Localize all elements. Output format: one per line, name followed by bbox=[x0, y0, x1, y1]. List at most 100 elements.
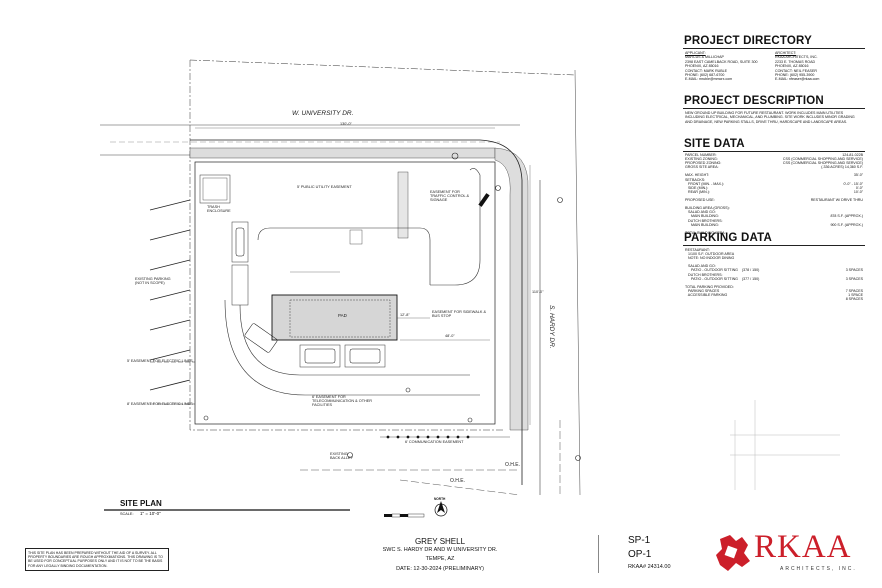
data-row: PARKING SPACES 7 SPACES bbox=[685, 289, 863, 293]
electric-easement-2-label: 8' EASEMENT FOR ELECTRIC LINES bbox=[127, 402, 193, 406]
data-value: 900 S.F. (APPROX.) bbox=[830, 222, 863, 227]
ohe-label-1: O.H.E. bbox=[450, 478, 466, 484]
data-key: TOTAL PARKING PROVIDED: bbox=[685, 284, 734, 289]
street-hardy-label: S. HARDY DR. bbox=[548, 305, 555, 349]
data-key: MAIN BUILDING: bbox=[685, 222, 719, 227]
data-value: 10'-0" bbox=[853, 189, 863, 194]
sheet-number-op: OP-1 bbox=[628, 549, 652, 560]
pad-label: PAD bbox=[338, 313, 347, 318]
data-key: SIDE (MIN.): bbox=[685, 185, 709, 190]
north-label: NORTH bbox=[434, 497, 446, 501]
sheet-number-sp: SP-1 bbox=[628, 535, 651, 546]
scale-value: 1" = 10'-0" bbox=[140, 511, 161, 516]
parking-data-heading: PARKING DATA bbox=[684, 232, 773, 244]
data-row: PARCEL NUMBER: 124-81-022B bbox=[685, 153, 863, 157]
data-row: ACCESSIBLE PARKING 1 SPACE bbox=[685, 293, 863, 297]
data-key: 1/100 S.F. OUTDOOR AREA bbox=[685, 252, 735, 257]
data-key: REAR (MIN.): bbox=[685, 189, 710, 194]
data-key: SALAD AND GO: bbox=[685, 264, 716, 269]
dim-pad-label: 12'-8" bbox=[400, 313, 410, 317]
project-name: GREY SHELL bbox=[414, 537, 466, 546]
ohe-label-2: O.H.E. bbox=[505, 462, 521, 468]
applicant-block: APPLICANT: MARCUS & MILLICHAP 2398 EAST … bbox=[685, 51, 758, 82]
data-value: 3 SPACES bbox=[845, 276, 863, 281]
data-key: PATIO - OUTDOOR SITTING (377 / 150) bbox=[685, 276, 760, 281]
data-key: GROSS SITE AREA: bbox=[685, 165, 719, 170]
trash-enclosure-label: TRASH ENCLOSURE bbox=[207, 205, 231, 213]
data-key: SETBACKS: bbox=[685, 177, 706, 182]
public-utility-easement-label: 5' PUBLIC UTILITY EASEMENT bbox=[297, 185, 352, 189]
data-row: SETBACKS: bbox=[685, 178, 863, 182]
data-value: 7 SPACES bbox=[845, 288, 863, 293]
data-row: SIDE (MIN.): 0'-0" bbox=[685, 186, 863, 190]
data-row: PATIO - OUTDOOR SITTING (377 / 150) 3 SPA… bbox=[685, 277, 863, 281]
data-key: PROPOSED ZONING: bbox=[685, 161, 722, 166]
data-key: NOTE: NO INDOOR DINING bbox=[685, 256, 735, 261]
data-key: FRONT (MIN. - MAX.): bbox=[685, 181, 725, 186]
data-row: FRONT (MIN. - MAX.): 0'-0" - 15'-0" bbox=[685, 182, 863, 186]
site-plan-title: SITE PLAN bbox=[120, 499, 162, 508]
data-row: PATIO - OUTDOOR SITTING (378 / 150) 3 SPA… bbox=[685, 268, 863, 272]
data-value: 8 SPACES bbox=[845, 297, 863, 302]
data-row: SALAD AND GO: bbox=[685, 210, 863, 214]
back-alley-label: EXISTING BACK ALLEY bbox=[330, 452, 354, 460]
scale-label: SCALE: bbox=[120, 512, 134, 516]
electric-easement-1-label: 5' EASEMENT FOR ELECTRIC LINES bbox=[127, 359, 193, 363]
street-university-label: W. UNIVERSITY DR. bbox=[292, 110, 354, 117]
job-number: RKAA# 24314.00 bbox=[628, 564, 671, 570]
data-row: DUTCH BROTHERS: bbox=[685, 219, 863, 223]
data-value: 1 SPACE bbox=[848, 293, 863, 298]
data-key: MAIN BUILDING: bbox=[685, 214, 719, 219]
seal-stamp bbox=[598, 535, 613, 573]
data-value: 0'-0" - 15'-0" bbox=[843, 181, 863, 186]
data-key: EXISTING ZONING: bbox=[685, 157, 718, 162]
project-address: SWC S. HARDY DR AND W UNIVERSITY DR. bbox=[382, 547, 498, 553]
data-key: ACCESSIBLE PARKING bbox=[685, 293, 728, 298]
data-value: 124-81-022B bbox=[842, 153, 863, 157]
data-key: DUTCH BROTHERS: bbox=[685, 272, 723, 277]
data-row: TOTAL PARKING PROVIDED: bbox=[685, 285, 863, 289]
data-row: GROSS SITE AREA:(.336 ACRES) 14,360 S.F. bbox=[685, 165, 863, 169]
data-value: CSS (COMMERCIAL SHOPPING AND SERVICE) bbox=[782, 157, 863, 162]
project-directory-heading: PROJECT DIRECTORY bbox=[684, 35, 813, 47]
dim-top-label: 130'-0" bbox=[340, 122, 352, 126]
data-row: TOTAL BUILDING AREA: bbox=[685, 231, 863, 235]
data-row: RESTAURANT: bbox=[685, 248, 863, 252]
data-row: NOTE: NO INDOOR DINING bbox=[685, 256, 863, 260]
data-value: 3 SPACES bbox=[845, 268, 863, 273]
rkaa-logo-text: RKAA bbox=[754, 529, 852, 565]
data-value: CSS (COMMERCIAL SHOPPING AND SERVICE) bbox=[782, 161, 863, 166]
data-row: SALAD AND GO: bbox=[685, 264, 863, 268]
project-date: DATE: 12-30-2024 (PRELIMINARY) bbox=[396, 566, 484, 572]
data-row: BUILDING AREA (GROSS): bbox=[685, 206, 863, 210]
project-description-heading: PROJECT DESCRIPTION bbox=[684, 95, 824, 107]
data-row: DUTCH BROTHERS: bbox=[685, 273, 863, 277]
data-value: RESTAURANT W/ DRIVE THRU bbox=[810, 198, 863, 203]
project-description-text: NEW GROUND UP BUILDING FOR FUTURE RESTAU… bbox=[685, 111, 855, 124]
data-key: PARCEL NUMBER: bbox=[685, 153, 717, 157]
data-row: EXISTING ZONING: CSS (COMMERCIAL SHOPPING… bbox=[685, 157, 863, 161]
sidewalk-easement-label: EASEMENT FOR SIDEWALK & BUS STOP bbox=[432, 310, 487, 318]
data-key: TOTAL BUILDING AREA: bbox=[685, 230, 726, 235]
architect-block: ARCHITECT: RKAA ARCHITECTS, INC. 2233 E.… bbox=[775, 51, 820, 82]
data-row: 8 SPACES bbox=[685, 297, 863, 301]
data-row: MAX. HEIGHT:35'-0" bbox=[685, 173, 863, 177]
traffic-easement-label: EASEMENT FOR TRAFFIC CONTROL & SIGNAGE bbox=[430, 190, 470, 202]
parking-data-table: RESTAURANT: 1/100 S.F. OUTDOOR AREA NOTE… bbox=[685, 248, 863, 301]
data-key: BUILDING AREA (GROSS): bbox=[685, 206, 730, 211]
data-key: PATIO - OUTDOOR SITTING (378 / 150) bbox=[685, 268, 760, 273]
data-value: 878 S.F. (APPROX.) bbox=[830, 214, 863, 219]
data-value: 0'-0" bbox=[855, 185, 863, 190]
disclaimer-box: THIS SITE PLAN HAS BEEN PREPARED WITHOUT… bbox=[25, 548, 169, 571]
existing-parking-label: EXISTING PARKING (NOT IN SCOPE) bbox=[135, 277, 171, 285]
site-data-heading: SITE DATA bbox=[684, 138, 745, 150]
data-key: PARKING SPACES bbox=[685, 288, 720, 293]
data-key: SALAD AND GO: bbox=[685, 210, 716, 215]
comm-easement-label: 6' COMMUNICATION EASEMENT bbox=[405, 440, 464, 444]
data-row: PROPOSED USE:RESTAURANT W/ DRIVE THRU bbox=[685, 198, 863, 202]
dim-side-label: 110'-0" bbox=[532, 290, 544, 294]
rkaa-logo-mark bbox=[716, 535, 750, 571]
data-row: 1/100 S.F. OUTDOOR AREA bbox=[685, 252, 863, 256]
